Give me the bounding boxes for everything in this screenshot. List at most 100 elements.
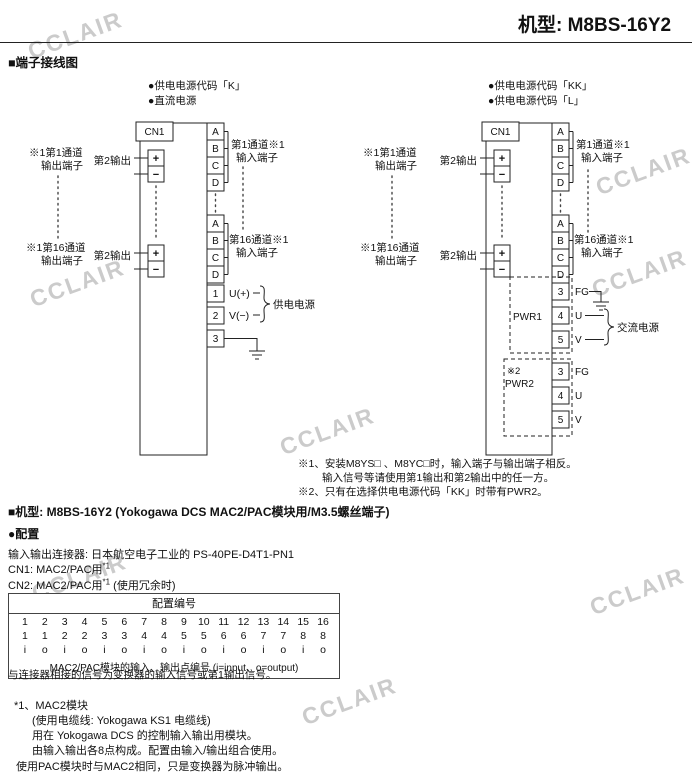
config-cell: 1 [41, 630, 48, 642]
terminal-box [551, 362, 570, 381]
terminal-box [551, 386, 570, 405]
v-minus-label: V(−) [229, 310, 249, 322]
power-terminals: 1 2 3 [206, 284, 225, 348]
brace [603, 308, 615, 346]
config-cell: 14 [277, 616, 290, 628]
ch1-input-label: 输入端子 [581, 151, 623, 164]
dc-power-label: ●直流电源 [148, 94, 197, 107]
footnote-line: 用在 Yokogawa DCS 的控制输入输出用模块。 [32, 730, 258, 742]
config-cell: 8 [161, 616, 167, 628]
terminal-label: A [557, 127, 564, 138]
leader-lines [569, 223, 574, 275]
ch1-output-label: 输出端子 [375, 159, 417, 172]
leader-lines [224, 131, 229, 183]
footnote-line: 由输入输出各8点构成。配置由输入/输出组合使用。 [32, 745, 284, 757]
terminal-label: 2 [213, 311, 219, 322]
cn2-spec-text: CN2: MAC2/PAC用 [8, 580, 103, 592]
minus-terminal: − [499, 169, 505, 181]
terminal-label: 3 [558, 367, 564, 378]
config-cell: o [240, 644, 247, 656]
terminal-label: D [212, 178, 219, 189]
pwr2-section: ※2 PWR2 3 4 5 FG U V [503, 358, 589, 437]
output-stub-lines [134, 157, 148, 270]
input-terminal-group-16: A B C D [206, 214, 229, 284]
terminal-label: 3 [213, 334, 219, 345]
ch16-output-label: 输出端子 [41, 254, 83, 267]
config-cell: o [280, 644, 287, 656]
input-terminal-group-16: A B C D [551, 214, 574, 284]
config-cell: 2 [41, 616, 48, 628]
config-cell: 8 [320, 630, 326, 642]
terminal-label: 4 [558, 311, 564, 322]
config-cell: 6 [240, 630, 247, 642]
minus-terminal: − [499, 264, 505, 276]
terminal-label: A [557, 219, 564, 230]
config-cell: 3 [61, 616, 68, 628]
cn1-connector-box [481, 121, 520, 142]
output-terminal-pair-16: + − [493, 244, 511, 278]
cn1-label: CN1 [490, 127, 510, 138]
config-cell: i [222, 644, 225, 656]
note-2: 输入信号等请使用第1输出和第2输出中的任一方。 [322, 472, 555, 484]
input-terminal-group-1: A B C D [206, 122, 229, 192]
terminal-label: 5 [558, 415, 564, 426]
ch1-output-label: 输出端子 [41, 159, 83, 172]
terminal-label: C [212, 253, 219, 264]
pwr1-section: PWR1 3 4 5 FG U V 交流电源 [509, 276, 659, 354]
ch1-input-label: 第1通道※1 [231, 138, 285, 151]
config-cell: 6 [121, 616, 128, 628]
ch16-input-label: 第16通道※1 [574, 233, 634, 246]
cn1-label: CN1 [144, 127, 164, 138]
terminal-label: A [212, 127, 219, 138]
ground-symbol [224, 338, 265, 360]
footnote-ref: *1 [102, 577, 111, 587]
config-cell: i [143, 644, 146, 656]
output2-label: 第2输出 [440, 249, 477, 262]
config-cell: 13 [257, 616, 270, 628]
config-cell: 4 [81, 616, 88, 628]
terminal-label: B [557, 236, 564, 247]
connector-spec-line: 输入输出连接器: 日本航空电子工业的 PS-40PE-D4T1-PN1 [8, 549, 295, 561]
terminal-box [551, 410, 570, 429]
config-cell: i [103, 644, 106, 656]
config-cell: i [63, 644, 66, 656]
footnote-line: 使用PAC模块时与MAC2相同，只是变换器为脉冲输出。 [16, 761, 289, 773]
config-cell: o [121, 644, 128, 656]
terminal-label: 1 [213, 289, 219, 300]
leader-lines [569, 131, 574, 183]
config-cell: 2 [61, 630, 68, 642]
config-cell: 12 [237, 616, 250, 628]
config-cell: 4 [141, 630, 148, 642]
footnote-line: *1、MAC2模块 [14, 700, 88, 712]
config-cell: 7 [260, 630, 267, 642]
terminal-label: 4 [558, 391, 564, 402]
ch1-input-label: 输入端子 [236, 151, 278, 164]
terminal-label: 5 [558, 335, 564, 346]
terminal-box [206, 284, 225, 303]
cn2-spec-line: CN2: MAC2/PAC用*1 (使用冗余时) [8, 577, 176, 593]
terminal-label: 3 [558, 287, 564, 298]
config-cell: 11 [218, 616, 230, 628]
terminal-box [206, 306, 225, 325]
plus-terminal: + [499, 248, 505, 260]
u-label: U [575, 311, 582, 322]
config-cell: 16 [317, 616, 329, 628]
pwr2-dashed-box [503, 358, 573, 437]
config-cell: i [23, 644, 27, 656]
terminal-label: D [557, 178, 564, 189]
page-title: 机型: M8BS-16Y2 [518, 15, 672, 36]
wiring-diagram-canvas: ●供电电源代码「K」 ●直流电源 CN1 ※1第1通道 输出端子 第2输出 ※1… [26, 79, 659, 456]
power-code-l-label: ●供电电源代码「L」 [488, 94, 584, 107]
config-cell: 15 [297, 616, 310, 628]
config-cell: 5 [181, 630, 187, 642]
config-cell: 9 [181, 616, 187, 628]
pwr1-label: PWR1 [513, 312, 542, 323]
pwr1-dashed-box [509, 276, 573, 354]
ac-power-label: 交流电源 [617, 321, 659, 334]
ch16-input-label: 第16通道※1 [229, 233, 289, 246]
pwr2-note: ※2 [507, 366, 520, 377]
